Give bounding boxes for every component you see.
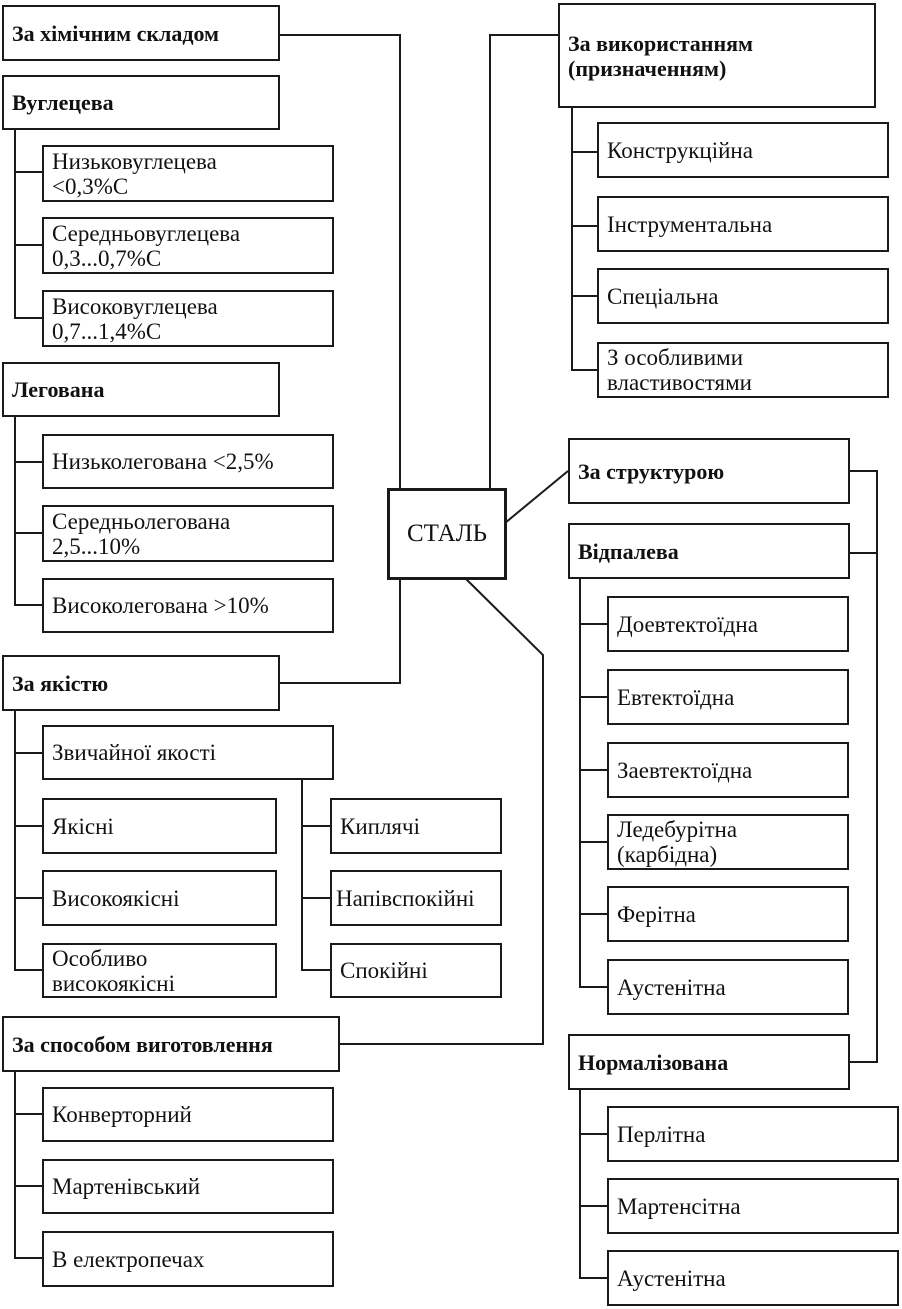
leaf-label: Заевтектоїдна <box>617 757 753 783</box>
leaf-open-hearth: Мартенівський <box>42 1159 334 1214</box>
leaf-austenitic-annealed: Аустенітна <box>607 959 849 1015</box>
category-label: За використанням (призначенням) <box>568 30 754 81</box>
leaf-hypoeutectoid: Доевтектоїдна <box>607 596 849 652</box>
leaf-label: Перлітна <box>617 1121 706 1147</box>
leaf-label: В електропечах <box>52 1246 205 1272</box>
leaf-martensitic: Мартенсітна <box>607 1178 899 1234</box>
category-quality: За якістю <box>2 655 280 711</box>
leaf-structural: Конструкційна <box>597 122 889 178</box>
leaf-hypereutectoid: Заевтектоїдна <box>607 742 849 798</box>
leaf-special-high-quality: Особливо високоякісні <box>42 943 277 998</box>
leaf-label: Ледебурітна (карбідна) <box>617 817 738 867</box>
leaf-label: Спеціальна <box>607 283 719 309</box>
category-chemical-composition: За хімічним складом <box>2 5 280 61</box>
category-label: За способом виготовлення <box>12 1031 273 1057</box>
leaf-quality: Якісні <box>42 798 277 854</box>
category-manufacturing: За способом виготовлення <box>2 1016 340 1072</box>
leaf-ordinary-quality: Звичайної якості <box>42 725 334 780</box>
leaf-ledeburitic: Ледебурітна (карбідна) <box>607 814 849 870</box>
leaf-label: Спокійні <box>340 958 428 983</box>
leaf-label: Середньовуглецева 0,3...0,7%С <box>52 220 241 271</box>
leaf-label: Низьковуглецева <0,3%С <box>52 148 217 199</box>
leaf-label: Мартенсітна <box>617 1193 741 1219</box>
leaf-label: Високовуглецева 0,7...1,4%С <box>52 293 218 344</box>
leaf-label: Евтектоїдна <box>617 684 735 710</box>
leaf-label: Киплячі <box>340 813 420 839</box>
leaf-special: Спеціальна <box>597 268 889 324</box>
leaf-rimmed: Киплячі <box>330 798 502 854</box>
category-usage: За використанням (призначенням) <box>558 3 876 108</box>
category-structure: За структурою <box>568 438 850 504</box>
leaf-label: Низьколегована <2,5% <box>52 449 274 474</box>
leaf-label: Конструкційна <box>607 137 753 163</box>
category-label: За хімічним складом <box>12 20 220 46</box>
leaf-low-carbon: Низьковуглецева <0,3%С <box>42 145 334 202</box>
leaf-medium-alloy: Середньолегована 2,5...10% <box>42 505 334 562</box>
subcategory-normalized: Нормалізована <box>568 1034 850 1090</box>
leaf-high-alloy: Високолегована >10% <box>42 578 334 633</box>
leaf-label: Якісні <box>52 813 114 839</box>
leaf-eutectoid: Евтектоїдна <box>607 669 849 725</box>
leaf-ferritic: Ферітна <box>607 886 849 942</box>
leaf-label: Ферітна <box>617 901 696 927</box>
leaf-high-carbon: Високовуглецева 0,7...1,4%С <box>42 290 334 347</box>
leaf-converter: Конверторний <box>42 1087 334 1142</box>
leaf-label: Аустенітна <box>617 974 726 1000</box>
category-label: За якістю <box>12 670 109 696</box>
leaf-label: Звичайної якості <box>52 740 217 765</box>
leaf-low-alloy: Низьколегована <2,5% <box>42 434 334 489</box>
subcategory-label: Легована <box>12 377 105 402</box>
leaf-special-properties: З особливими властивостями <box>597 342 889 398</box>
subcategory-label: Вуглецева <box>12 90 114 115</box>
center-node-steel: СТАЛЬ <box>387 488 507 580</box>
leaf-label: Високолегована >10% <box>52 593 269 618</box>
leaf-label: Доевтектоїдна <box>617 611 758 637</box>
subcategory-carbon: Вуглецева <box>2 75 280 130</box>
center-node-label: СТАЛЬ <box>406 520 488 547</box>
leaf-label: Середньолегована 2,5...10% <box>52 508 231 559</box>
leaf-label: З особливими властивостями <box>607 345 752 395</box>
subcategory-label: Відпалева <box>578 538 679 564</box>
leaf-austenitic-normalized: Аустенітна <box>607 1250 899 1306</box>
leaf-electric-furnace: В електропечах <box>42 1231 334 1287</box>
category-label: За структурою <box>578 458 725 484</box>
leaf-label: Аустенітна <box>617 1265 726 1291</box>
subcategory-alloy: Легована <box>2 362 280 417</box>
leaf-label: Конверторний <box>52 1102 192 1127</box>
leaf-killed: Спокійні <box>330 943 502 998</box>
subcategory-label: Нормалізована <box>578 1049 729 1075</box>
leaf-label: Високоякісні <box>52 885 180 911</box>
leaf-medium-carbon: Середньовуглецева 0,3...0,7%С <box>42 217 334 274</box>
leaf-pearlitic: Перлітна <box>607 1106 899 1162</box>
leaf-label: Інструментальна <box>607 211 773 237</box>
leaf-label: Напівспокійні <box>336 885 475 911</box>
leaf-high-quality: Високоякісні <box>42 870 277 926</box>
leaf-label: Особливо високоякісні <box>52 945 175 996</box>
subcategory-annealed: Відпалева <box>568 523 850 579</box>
leaf-tool: Інструментальна <box>597 196 889 252</box>
leaf-label: Мартенівський <box>52 1174 201 1199</box>
leaf-semi-killed: Напівспокійні <box>330 870 502 926</box>
